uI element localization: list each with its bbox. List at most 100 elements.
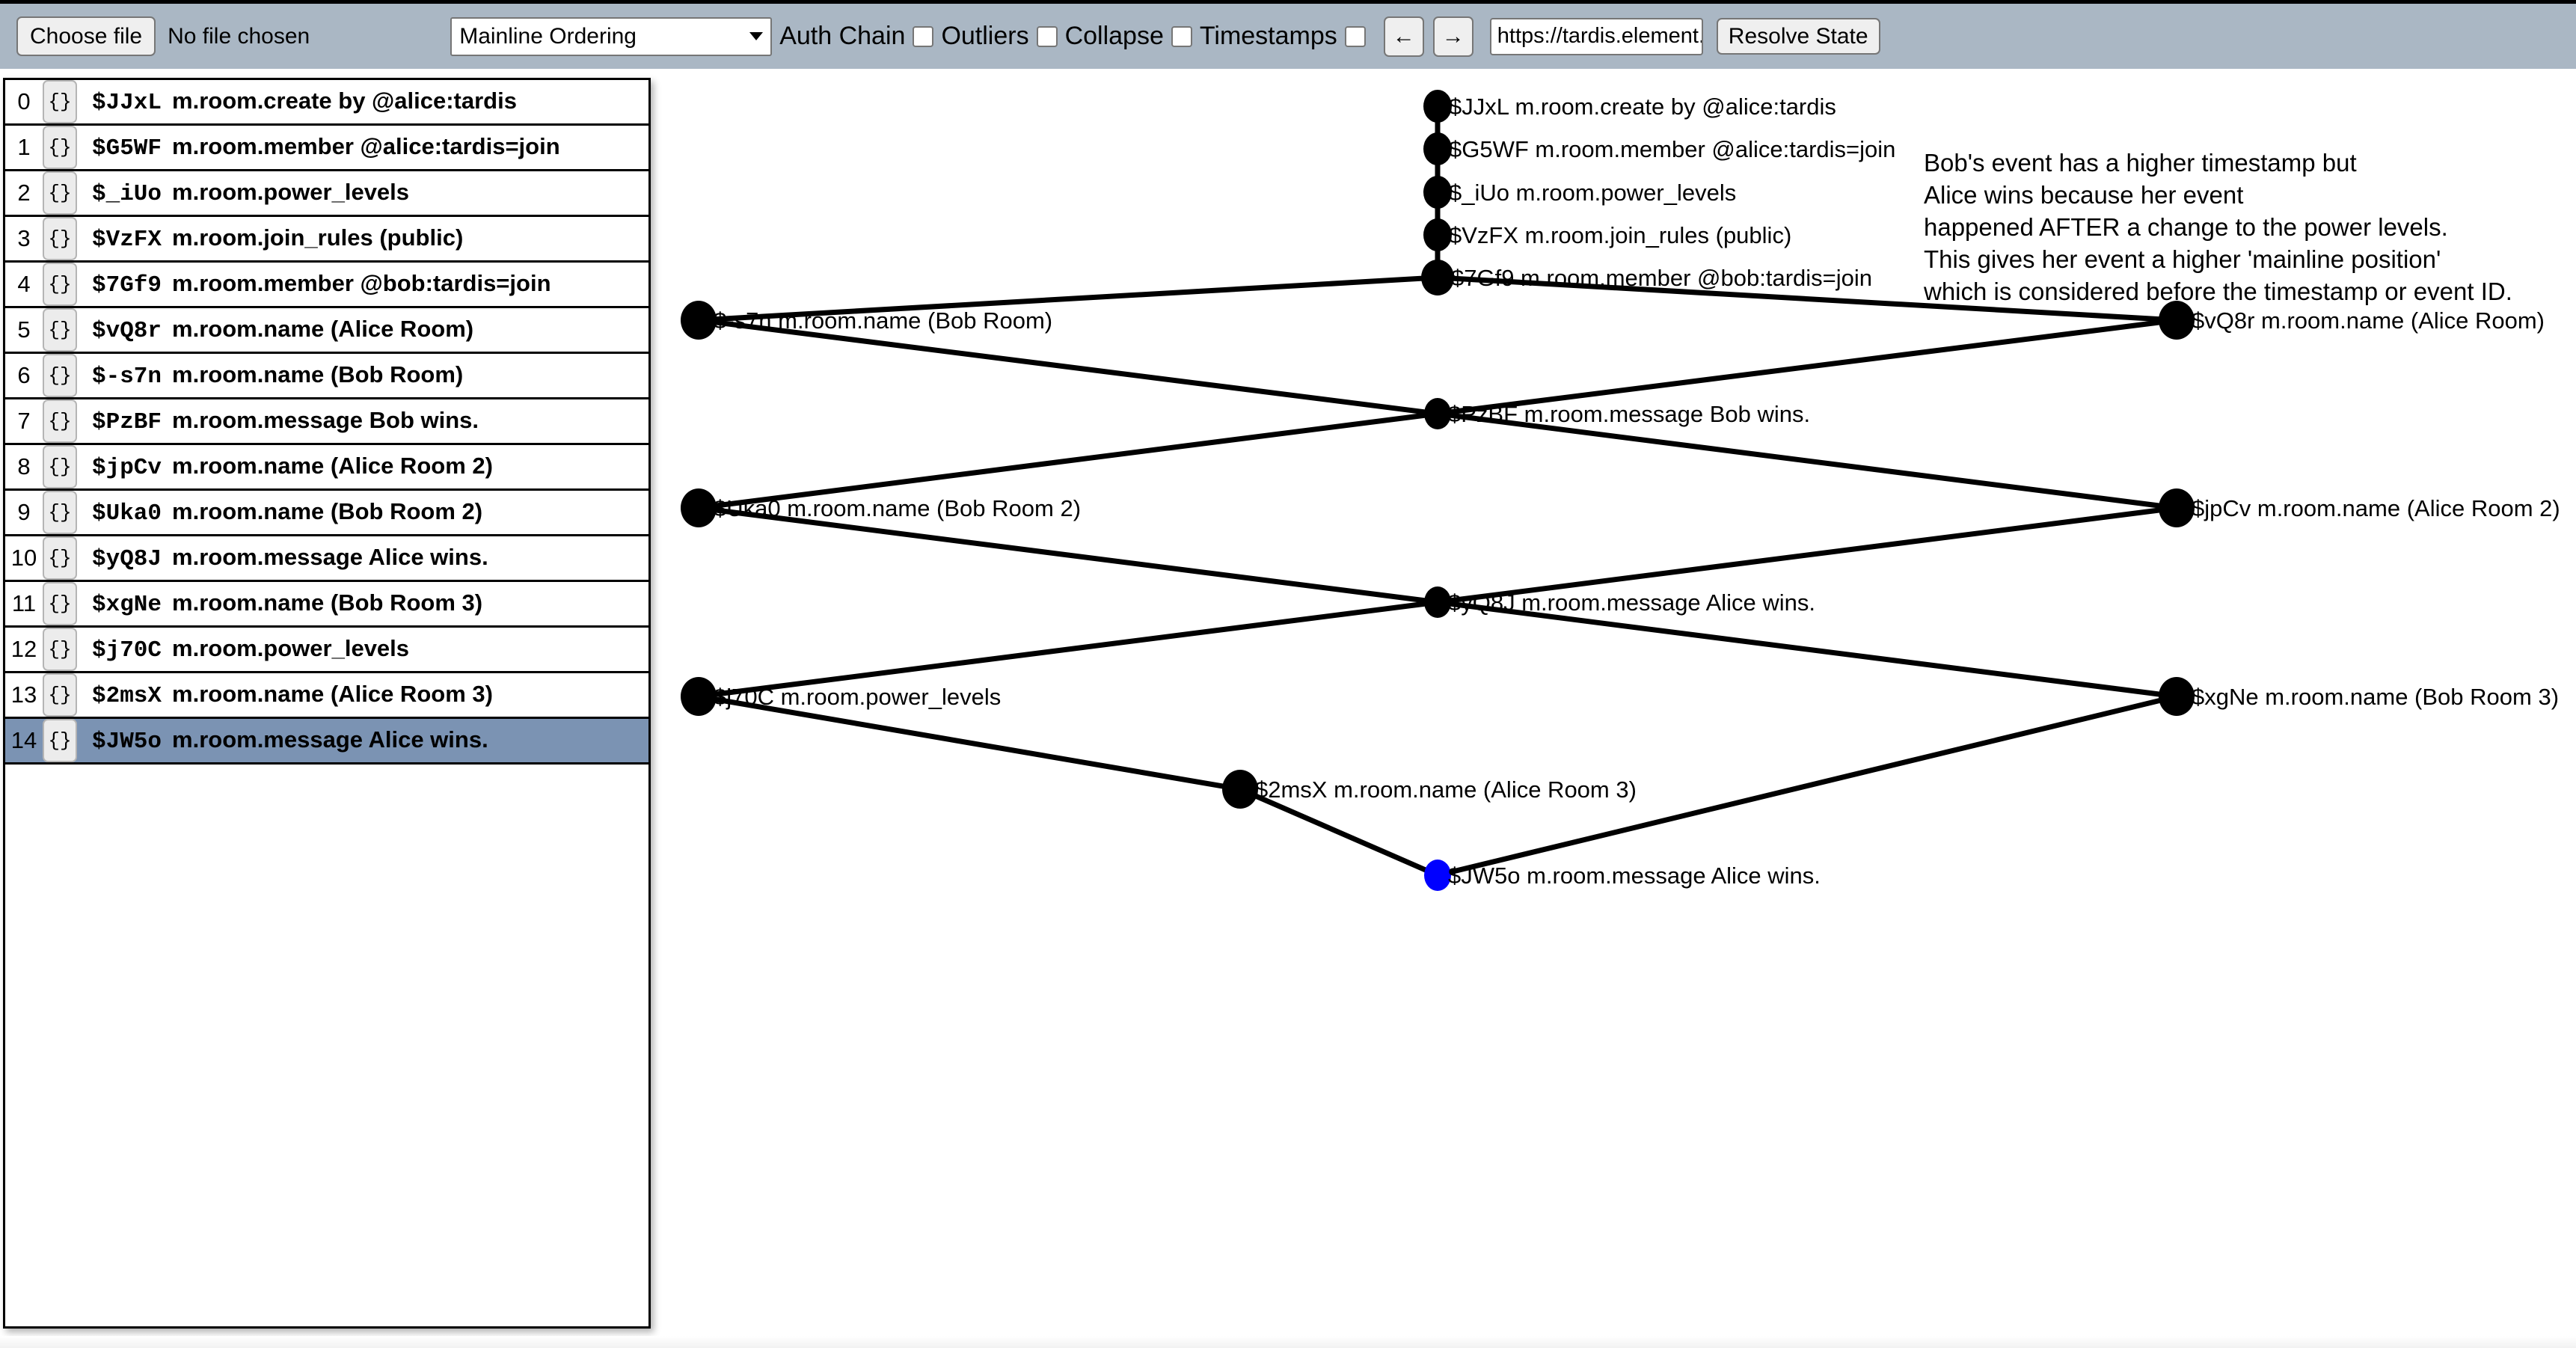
- view-json-button[interactable]: {}: [43, 263, 77, 306]
- graph-node[interactable]: $PzBF m.room.message Bob wins.: [1424, 398, 1810, 429]
- event-id: $PzBF: [92, 409, 162, 435]
- event-index: 13: [10, 681, 37, 708]
- graph-node[interactable]: $G5WF m.room.member @alice:tardis=join: [1423, 132, 1895, 165]
- event-type: m.room.power_levels: [172, 179, 410, 205]
- outliers-checkbox[interactable]: [1036, 25, 1058, 47]
- graph-edge: [698, 411, 1438, 511]
- view-json-button[interactable]: {}: [43, 171, 77, 215]
- graph-node-dot[interactable]: [1423, 218, 1452, 251]
- auth-chain-label: Auth Chain: [779, 22, 906, 50]
- graph-node[interactable]: $2msX m.room.name (Alice Room 3): [1222, 770, 1637, 809]
- view-json-button[interactable]: {}: [43, 719, 77, 762]
- view-json-button[interactable]: {}: [43, 399, 77, 443]
- view-json-button[interactable]: {}: [43, 628, 77, 671]
- graph-node[interactable]: $yQ8J m.room.message Alice wins.: [1424, 586, 1815, 618]
- graph-node-label: $xgNe m.room.name (Bob Room 3): [2192, 684, 2559, 710]
- graph-node-label: $-s7n m.room.name (Bob Room): [714, 307, 1052, 334]
- arrow-right-icon[interactable]: →: [1432, 16, 1473, 57]
- graph-node[interactable]: $JJxL m.room.create by @alice:tardis: [1423, 90, 1836, 123]
- view-json-button[interactable]: {}: [43, 445, 77, 488]
- graph-node[interactable]: $xgNe m.room.name (Bob Room 3): [2159, 677, 2559, 716]
- resolve-state-button[interactable]: Resolve State: [1716, 18, 1880, 55]
- event-id: $yQ8J: [92, 546, 162, 572]
- graph-node-dot[interactable]: [681, 677, 717, 716]
- graph-edge: [1437, 411, 2177, 511]
- event-type: m.room.join_rules (public): [172, 224, 464, 251]
- view-json-button[interactable]: {}: [43, 308, 77, 352]
- annotation-line: happened AFTER a change to the power lev…: [1924, 213, 2448, 241]
- graph-node[interactable]: $7Gf9 m.room.member @bob:tardis=join: [1421, 260, 1872, 295]
- graph-node[interactable]: $jpCv m.room.name (Alice Room 2): [2159, 488, 2560, 527]
- event-index: 1: [17, 134, 31, 160]
- view-json-button[interactable]: {}: [43, 217, 77, 260]
- graph-node[interactable]: $VzFX m.room.join_rules (public): [1423, 218, 1791, 251]
- arrow-left-icon[interactable]: ←: [1383, 16, 1424, 57]
- graph-node-dot[interactable]: [1421, 260, 1454, 295]
- event-id: $jpCv: [92, 455, 162, 481]
- collapse-checkbox[interactable]: [1171, 25, 1192, 47]
- graph-node-dot[interactable]: [681, 301, 717, 340]
- event-id: $G5WF: [92, 135, 162, 162]
- choose-file-button[interactable]: Choose file: [16, 16, 156, 56]
- graph-node-dot[interactable]: [1424, 860, 1451, 891]
- graph-edge: [1437, 317, 2177, 417]
- graph-node-dot[interactable]: [1423, 90, 1452, 123]
- graph-node[interactable]: $vQ8r m.room.name (Alice Room): [2159, 301, 2545, 340]
- event-id: $-s7n: [92, 364, 162, 390]
- page-bottom-shade: [0, 1336, 2576, 1348]
- graph-node[interactable]: $JW5o m.room.message Alice wins.: [1424, 860, 1821, 891]
- graph-node-dot[interactable]: [2159, 301, 2195, 340]
- graph-node-label: $_iUo m.room.power_levels: [1449, 180, 1736, 206]
- url-input[interactable]: https://tardis.element.dev: [1489, 17, 1703, 55]
- graph-node-dot[interactable]: [681, 488, 717, 527]
- event-index: 5: [17, 316, 31, 343]
- event-index: 2: [17, 180, 31, 206]
- graph-node-dot[interactable]: [1423, 176, 1452, 209]
- view-json-button[interactable]: {}: [43, 126, 77, 169]
- view-json-button[interactable]: {}: [43, 536, 77, 580]
- ordering-select[interactable]: Mainline Ordering: [450, 16, 773, 56]
- graph-node-dot[interactable]: [1423, 132, 1452, 165]
- graph-node[interactable]: $_iUo m.room.power_levels: [1423, 176, 1736, 209]
- graph-node-dot[interactable]: [2159, 677, 2195, 716]
- graph-node-dot[interactable]: [1424, 586, 1451, 618]
- event-index: 6: [17, 362, 31, 388]
- chevron-down-icon: [749, 32, 764, 40]
- view-json-button[interactable]: {}: [43, 491, 77, 534]
- view-json-button[interactable]: {}: [43, 80, 77, 123]
- view-json-button[interactable]: {}: [43, 582, 77, 625]
- graph-node-dot[interactable]: [1424, 398, 1451, 429]
- event-id: $vQ8r: [92, 318, 162, 344]
- timestamps-checkbox[interactable]: [1344, 25, 1366, 47]
- graph-node-label: $jpCv m.room.name (Alice Room 2): [2192, 495, 2560, 521]
- graph-node[interactable]: $j70C m.room.power_levels: [681, 677, 1001, 716]
- view-json-button[interactable]: {}: [43, 673, 77, 717]
- graph-node-dot[interactable]: [1222, 770, 1258, 809]
- graph-edge: [1437, 275, 2177, 323]
- graph-node[interactable]: $-s7n m.room.name (Bob Room): [681, 301, 1052, 340]
- graph-node[interactable]: $Uka0 m.room.name (Bob Room 2): [681, 488, 1081, 527]
- graph-node-dot[interactable]: [2159, 488, 2195, 527]
- auth-chain-checkbox[interactable]: [913, 25, 934, 47]
- view-json-button[interactable]: {}: [43, 354, 77, 397]
